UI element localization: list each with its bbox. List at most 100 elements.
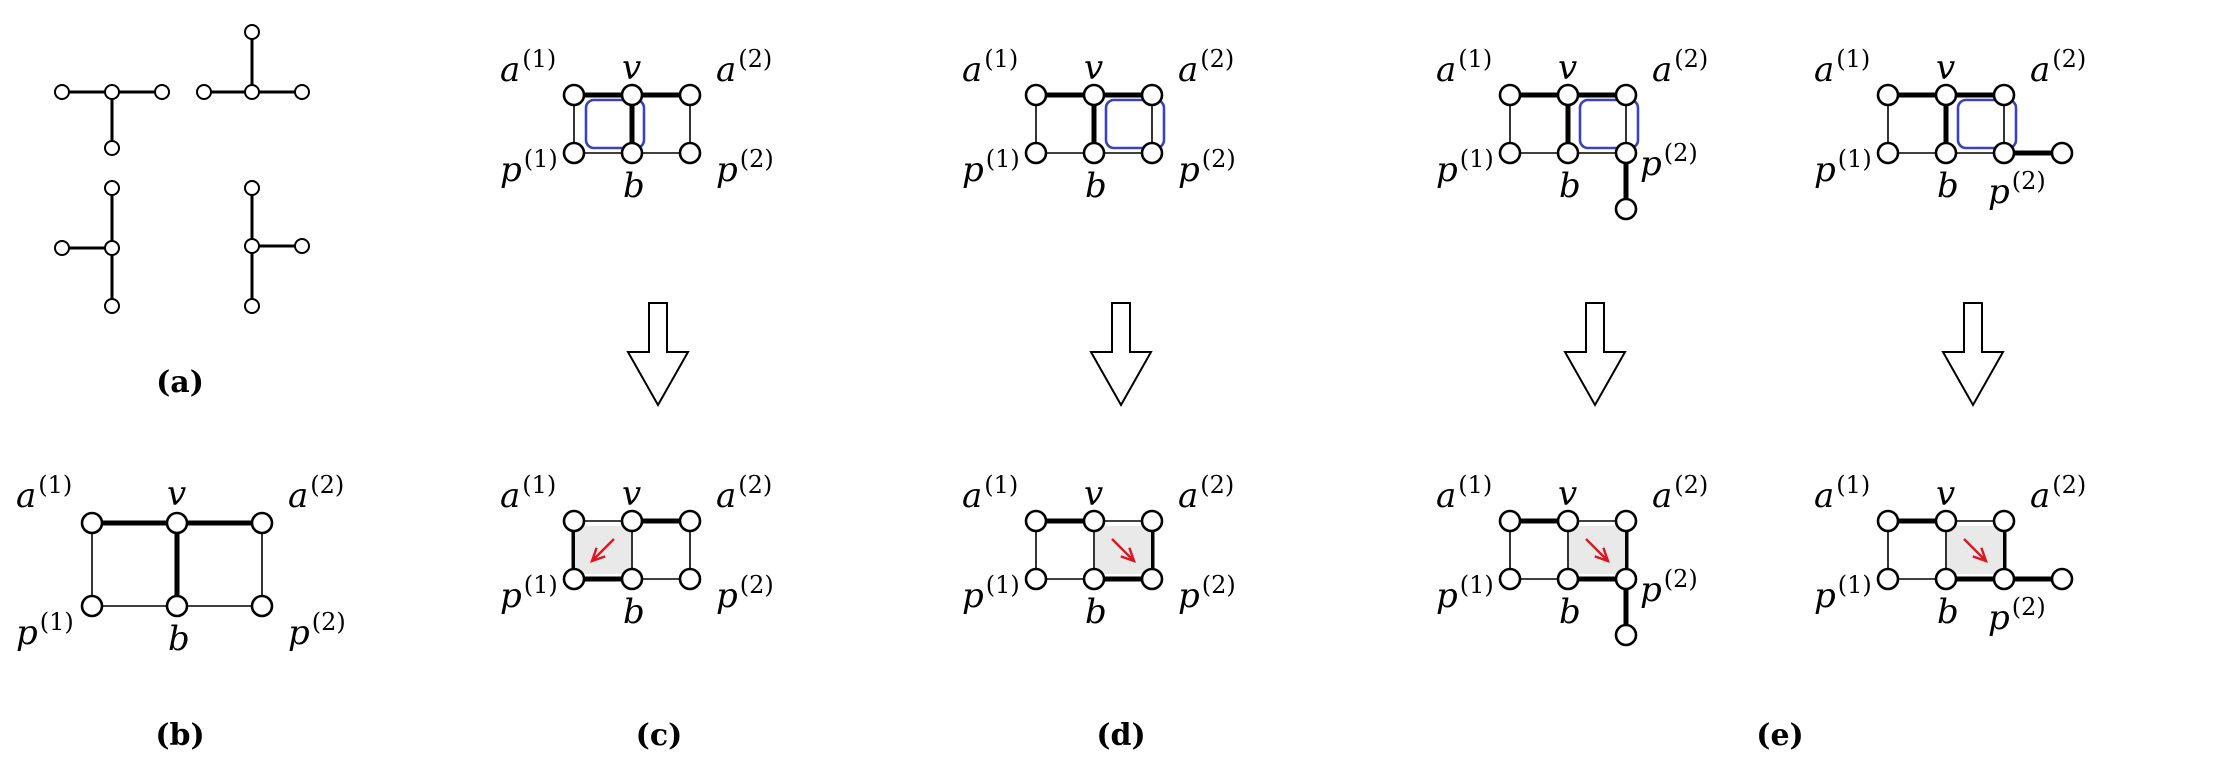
- label-v: v: [622, 474, 641, 514]
- down-arrow-c: [626, 302, 690, 408]
- red-arrow: [1963, 538, 1987, 562]
- label-p2: p(2): [1988, 593, 2046, 638]
- node-p2: [1992, 567, 2016, 591]
- node-a1: [80, 511, 104, 535]
- red-arrow-head: [1120, 547, 1136, 563]
- node-a2: [678, 83, 702, 107]
- star-2: [196, 24, 310, 100]
- node-v: [1934, 83, 1958, 107]
- node-pendant: [2050, 567, 2074, 591]
- node-a2: [1992, 83, 2016, 107]
- label-v: v: [1936, 474, 1955, 514]
- graph-panels: a(1) v a(2) p(1) b p(2) a(1) v a(2) p(1) b p(2) a(1)…: [16, 45, 2086, 659]
- star-3: [54, 180, 120, 314]
- node-v: [1556, 83, 1580, 107]
- node-p2: [678, 567, 702, 591]
- caption-b: (b): [155, 718, 204, 753]
- node-p1: [562, 141, 586, 165]
- label-b: b: [1085, 166, 1107, 206]
- node-b: [165, 594, 189, 618]
- node-p1: [562, 567, 586, 591]
- label-b: b: [1937, 166, 1959, 206]
- label-b: b: [168, 619, 190, 659]
- node-a2: [1992, 509, 2016, 533]
- node-p2: [1614, 567, 1638, 591]
- label-a1: a(1): [1814, 45, 1870, 90]
- node-v: [1082, 509, 1106, 533]
- label-a1: a(1): [1814, 471, 1870, 516]
- label-p2: p(2): [1640, 139, 1698, 184]
- label-p1: p(1): [1436, 571, 1494, 616]
- node-p2: [1140, 141, 1164, 165]
- caption-a: (a): [156, 365, 204, 400]
- node-a1: [1498, 83, 1522, 107]
- node-pendant: [1614, 623, 1638, 647]
- label-v: v: [1558, 474, 1577, 514]
- label-v: v: [622, 48, 641, 88]
- node-a2: [250, 511, 274, 535]
- label-a1: a(1): [962, 471, 1018, 516]
- label-a2: a(2): [716, 471, 772, 516]
- node-a1: [1024, 83, 1048, 107]
- node-b: [1934, 141, 1958, 165]
- label-a1: a(1): [500, 45, 556, 90]
- node-b: [620, 141, 644, 165]
- node-a1: [1876, 83, 1900, 107]
- node-p1: [1876, 141, 1900, 165]
- label-p1: p(1): [500, 145, 558, 190]
- label-b: b: [1937, 592, 1959, 632]
- label-p1: p(1): [500, 571, 558, 616]
- label-p2: p(2): [288, 608, 346, 653]
- highlight-square: [1578, 98, 1640, 150]
- star-4: [244, 180, 310, 314]
- transition-arrows: [626, 302, 2005, 408]
- red-arrow: [591, 538, 615, 562]
- node-b: [1934, 567, 1958, 591]
- node-b: [1082, 567, 1106, 591]
- node-a1: [1876, 509, 1900, 533]
- caption-c: (c): [636, 718, 683, 753]
- node-pendant: [1614, 197, 1638, 221]
- label-a2: a(2): [1178, 471, 1234, 516]
- node-p1: [1498, 141, 1522, 165]
- node-v: [165, 511, 189, 535]
- label-p1: p(1): [16, 608, 74, 653]
- label-a1: a(1): [16, 471, 72, 516]
- highlight-square: [1956, 98, 2018, 150]
- red-arrow: [1585, 538, 1609, 562]
- node-v: [620, 83, 644, 107]
- node-a1: [562, 83, 586, 107]
- node-a2: [678, 509, 702, 533]
- node-p1: [1876, 567, 1900, 591]
- label-p1: p(1): [1814, 571, 1872, 616]
- label-v: v: [1936, 48, 1955, 88]
- label-p2: p(2): [1178, 571, 1236, 616]
- label-b: b: [623, 592, 645, 632]
- label-a1: a(1): [1436, 45, 1492, 90]
- label-p1: p(1): [1436, 145, 1494, 190]
- label-p1: p(1): [962, 571, 1020, 616]
- node-p1: [80, 594, 104, 618]
- node-p2: [1614, 141, 1638, 165]
- node-v: [1082, 83, 1106, 107]
- label-a2: a(2): [288, 471, 344, 516]
- red-arrow-head: [1972, 547, 1988, 563]
- label-b: b: [1559, 592, 1581, 632]
- node-p2: [1140, 567, 1164, 591]
- down-arrow-e-right: [1941, 302, 2005, 408]
- label-v: v: [1558, 48, 1577, 88]
- label-p2: p(2): [1988, 167, 2046, 212]
- red-arrow: [1111, 538, 1135, 562]
- label-b: b: [623, 166, 645, 206]
- node-a1: [562, 509, 586, 533]
- label-a1: a(1): [500, 471, 556, 516]
- label-p2: p(2): [716, 145, 774, 190]
- node-v: [620, 509, 644, 533]
- label-p2: p(2): [1178, 145, 1236, 190]
- highlight-square: [584, 98, 646, 150]
- node-a2: [1140, 509, 1164, 533]
- down-arrow-d: [1089, 302, 1153, 408]
